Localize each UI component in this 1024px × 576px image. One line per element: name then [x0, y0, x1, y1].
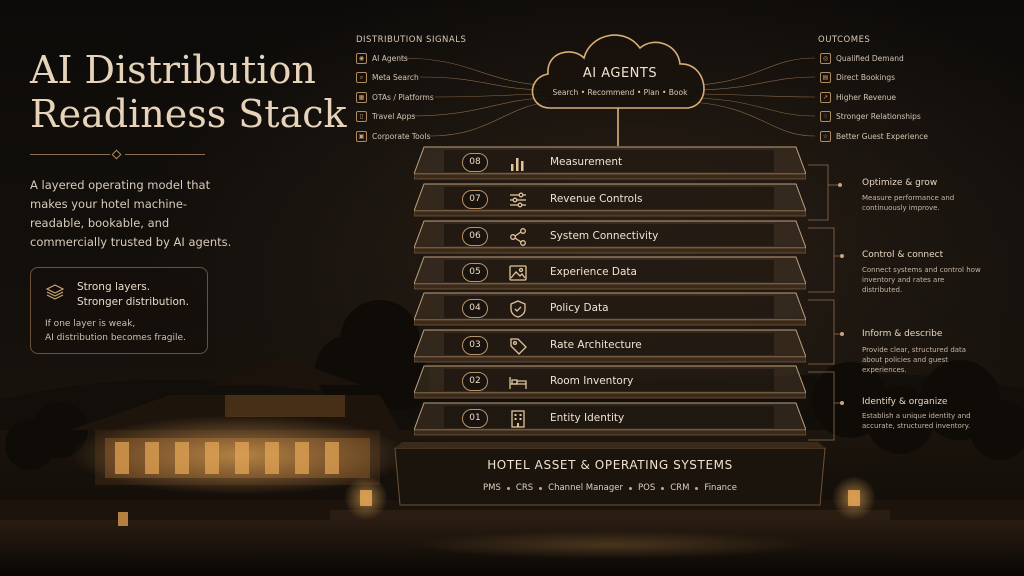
layer-number: 01: [462, 409, 488, 428]
target-icon: ◎: [820, 53, 831, 64]
stack-layer-06: 06 System Connectivity: [414, 220, 806, 254]
layer-label: Measurement: [550, 156, 622, 168]
title-divider: [30, 149, 205, 161]
outcome-label: Higher Revenue: [836, 93, 896, 102]
bar-chart-icon: [507, 152, 529, 174]
outcome-item: ↗ Higher Revenue: [820, 92, 896, 103]
platform-icon: ▦: [356, 92, 367, 103]
group-desc: Measure performance and continuously imp…: [862, 193, 982, 213]
signal-label: Travel Apps: [372, 112, 415, 121]
outcomes-heading: OUTCOMES: [818, 35, 870, 45]
group-desc: Provide clear, structured data about pol…: [862, 345, 982, 375]
outcome-label: Qualified Demand: [836, 54, 904, 63]
layer-number: 07: [462, 190, 488, 209]
layer-label: Room Inventory: [550, 375, 633, 387]
stack-layer-01: 01 Entity Identity: [414, 402, 806, 436]
tag-icon: [507, 335, 529, 357]
search-icon: ⌕: [356, 72, 367, 83]
layer-label: Entity Identity: [550, 412, 624, 424]
signal-label: OTAs / Platforms: [372, 93, 434, 102]
signal-item: ⌕ Meta Search: [356, 72, 419, 83]
building-icon: [507, 408, 529, 430]
stack-layer-05: 05 Experience Data: [414, 256, 806, 290]
outcome-label: Direct Bookings: [836, 73, 895, 82]
base-systems: PMS CRS Channel Manager POS CRM Finance: [440, 483, 780, 493]
callout-weak-line-1: If one layer is weak,: [45, 317, 186, 331]
cloud-title: AI AGENTS: [540, 66, 700, 81]
calendar-icon: ▤: [820, 72, 831, 83]
layer-number: 08: [462, 153, 488, 172]
outcome-item: ☆ Better Guest Experience: [820, 131, 928, 142]
robot-icon: ◉: [356, 53, 367, 64]
group-title: Inform & describe: [862, 329, 942, 339]
layer-number: 05: [462, 263, 488, 282]
phone-icon: ▯: [356, 111, 367, 122]
callout-card: Strong layers. Stronger distribution. If…: [30, 267, 208, 354]
title-line-2: Readiness Stack: [30, 92, 350, 136]
trend-icon: ↗: [820, 92, 831, 103]
layers-icon: [45, 282, 65, 302]
signal-label: AI Agents: [372, 54, 408, 63]
callout-strong-line-1: Strong layers.: [77, 280, 189, 295]
layer-label: Revenue Controls: [550, 193, 643, 205]
outcome-item: ♢ Stronger Relationships: [820, 111, 921, 122]
signals-heading: DISTRIBUTION SIGNALS: [356, 35, 466, 45]
stack-layer-03: 03 Rate Architecture: [414, 329, 806, 363]
group-title: Control & connect: [862, 250, 943, 260]
system-label: CRS: [510, 483, 539, 493]
group-title: Optimize & grow: [862, 178, 937, 188]
system-label: Finance: [698, 483, 743, 493]
diamond-icon: [112, 150, 122, 160]
layer-label: Rate Architecture: [550, 339, 642, 351]
briefcase-icon: ▣: [356, 131, 367, 142]
callout-strong-line-2: Stronger distribution.: [77, 295, 189, 310]
layer-number: 03: [462, 336, 488, 355]
star-icon: ☆: [820, 131, 831, 142]
outcome-label: Stronger Relationships: [836, 112, 921, 121]
outcome-label: Better Guest Experience: [836, 132, 928, 141]
stack-layer-04: 04 Policy Data: [414, 292, 806, 326]
layer-label: Experience Data: [550, 266, 637, 278]
stack-layer-07: 07 Revenue Controls: [414, 183, 806, 217]
signal-item: ◉ AI Agents: [356, 53, 408, 64]
group-desc: Connect systems and control how inventor…: [862, 265, 982, 295]
handshake-icon: ♢: [820, 111, 831, 122]
description: A layered operating model that makes you…: [30, 176, 240, 252]
group-desc: Establish a unique identity and accurate…: [862, 411, 982, 431]
shield-icon: [507, 298, 529, 320]
base-title: HOTEL ASSET & OPERATING SYSTEMS: [430, 458, 790, 472]
signal-item: ▣ Corporate Tools: [356, 131, 430, 142]
system-label: CRM: [664, 483, 695, 493]
group-title: Identify & organize: [862, 397, 947, 407]
stack-layer-08: 08 Measurement: [414, 146, 806, 180]
signal-label: Meta Search: [372, 73, 419, 82]
image-icon: [507, 262, 529, 284]
layer-number: 04: [462, 299, 488, 318]
page-title: AI Distribution Readiness Stack: [30, 48, 350, 136]
signal-item: ▯ Travel Apps: [356, 111, 415, 122]
callout-weak: If one layer is weak, AI distribution be…: [45, 317, 186, 345]
layer-label: System Connectivity: [550, 230, 658, 242]
system-label: Channel Manager: [542, 483, 629, 493]
sliders-icon: [507, 189, 529, 211]
system-label: POS: [632, 483, 661, 493]
layer-number: 02: [462, 372, 488, 391]
signal-label: Corporate Tools: [372, 132, 430, 141]
bed-icon: [507, 371, 529, 393]
title-line-1: AI Distribution: [30, 48, 350, 92]
layer-number: 06: [462, 227, 488, 246]
cloud-subtitle: Search • Recommend • Plan • Book: [540, 88, 700, 97]
share-icon: [507, 226, 529, 248]
callout-strong: Strong layers. Stronger distribution.: [77, 280, 189, 310]
system-label: PMS: [477, 483, 507, 493]
signal-item: ▦ OTAs / Platforms: [356, 92, 434, 103]
outcome-item: ▤ Direct Bookings: [820, 72, 895, 83]
layer-label: Policy Data: [550, 302, 609, 314]
stack-layer-02: 02 Room Inventory: [414, 365, 806, 399]
outcome-item: ◎ Qualified Demand: [820, 53, 904, 64]
callout-weak-line-2: AI distribution becomes fragile.: [45, 331, 186, 345]
